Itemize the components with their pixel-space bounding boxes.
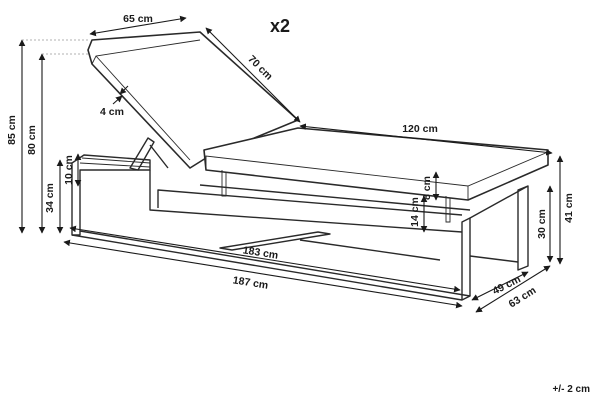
dim-back-height: 80 cm — [26, 125, 38, 155]
dim-total-length: 187 cm — [232, 274, 269, 291]
dim-seat-length: 120 cm — [402, 123, 438, 135]
dim-inner-length: 183 cm — [242, 244, 279, 261]
dim-slat-height: 10 cm — [63, 155, 75, 185]
dimension-lines — [18, 15, 564, 313]
dim-total-height: 85 cm — [6, 115, 18, 145]
quantity-label: x2 — [270, 16, 290, 36]
dim-backrest-thickness: 4 cm — [100, 106, 124, 118]
dim-total-side-height: 41 cm — [563, 193, 575, 223]
dim-cushion-thickness: 8 cm — [421, 176, 433, 200]
dim-frame-height: 34 cm — [44, 183, 56, 213]
dim-backrest-width: 65 cm — [123, 13, 153, 25]
dim-side-height: 30 cm — [536, 209, 548, 239]
dim-cushion-drop: 14 cm — [409, 197, 421, 227]
backrest-support — [129, 137, 169, 171]
tolerance-note: +/- 2 cm — [552, 384, 590, 395]
